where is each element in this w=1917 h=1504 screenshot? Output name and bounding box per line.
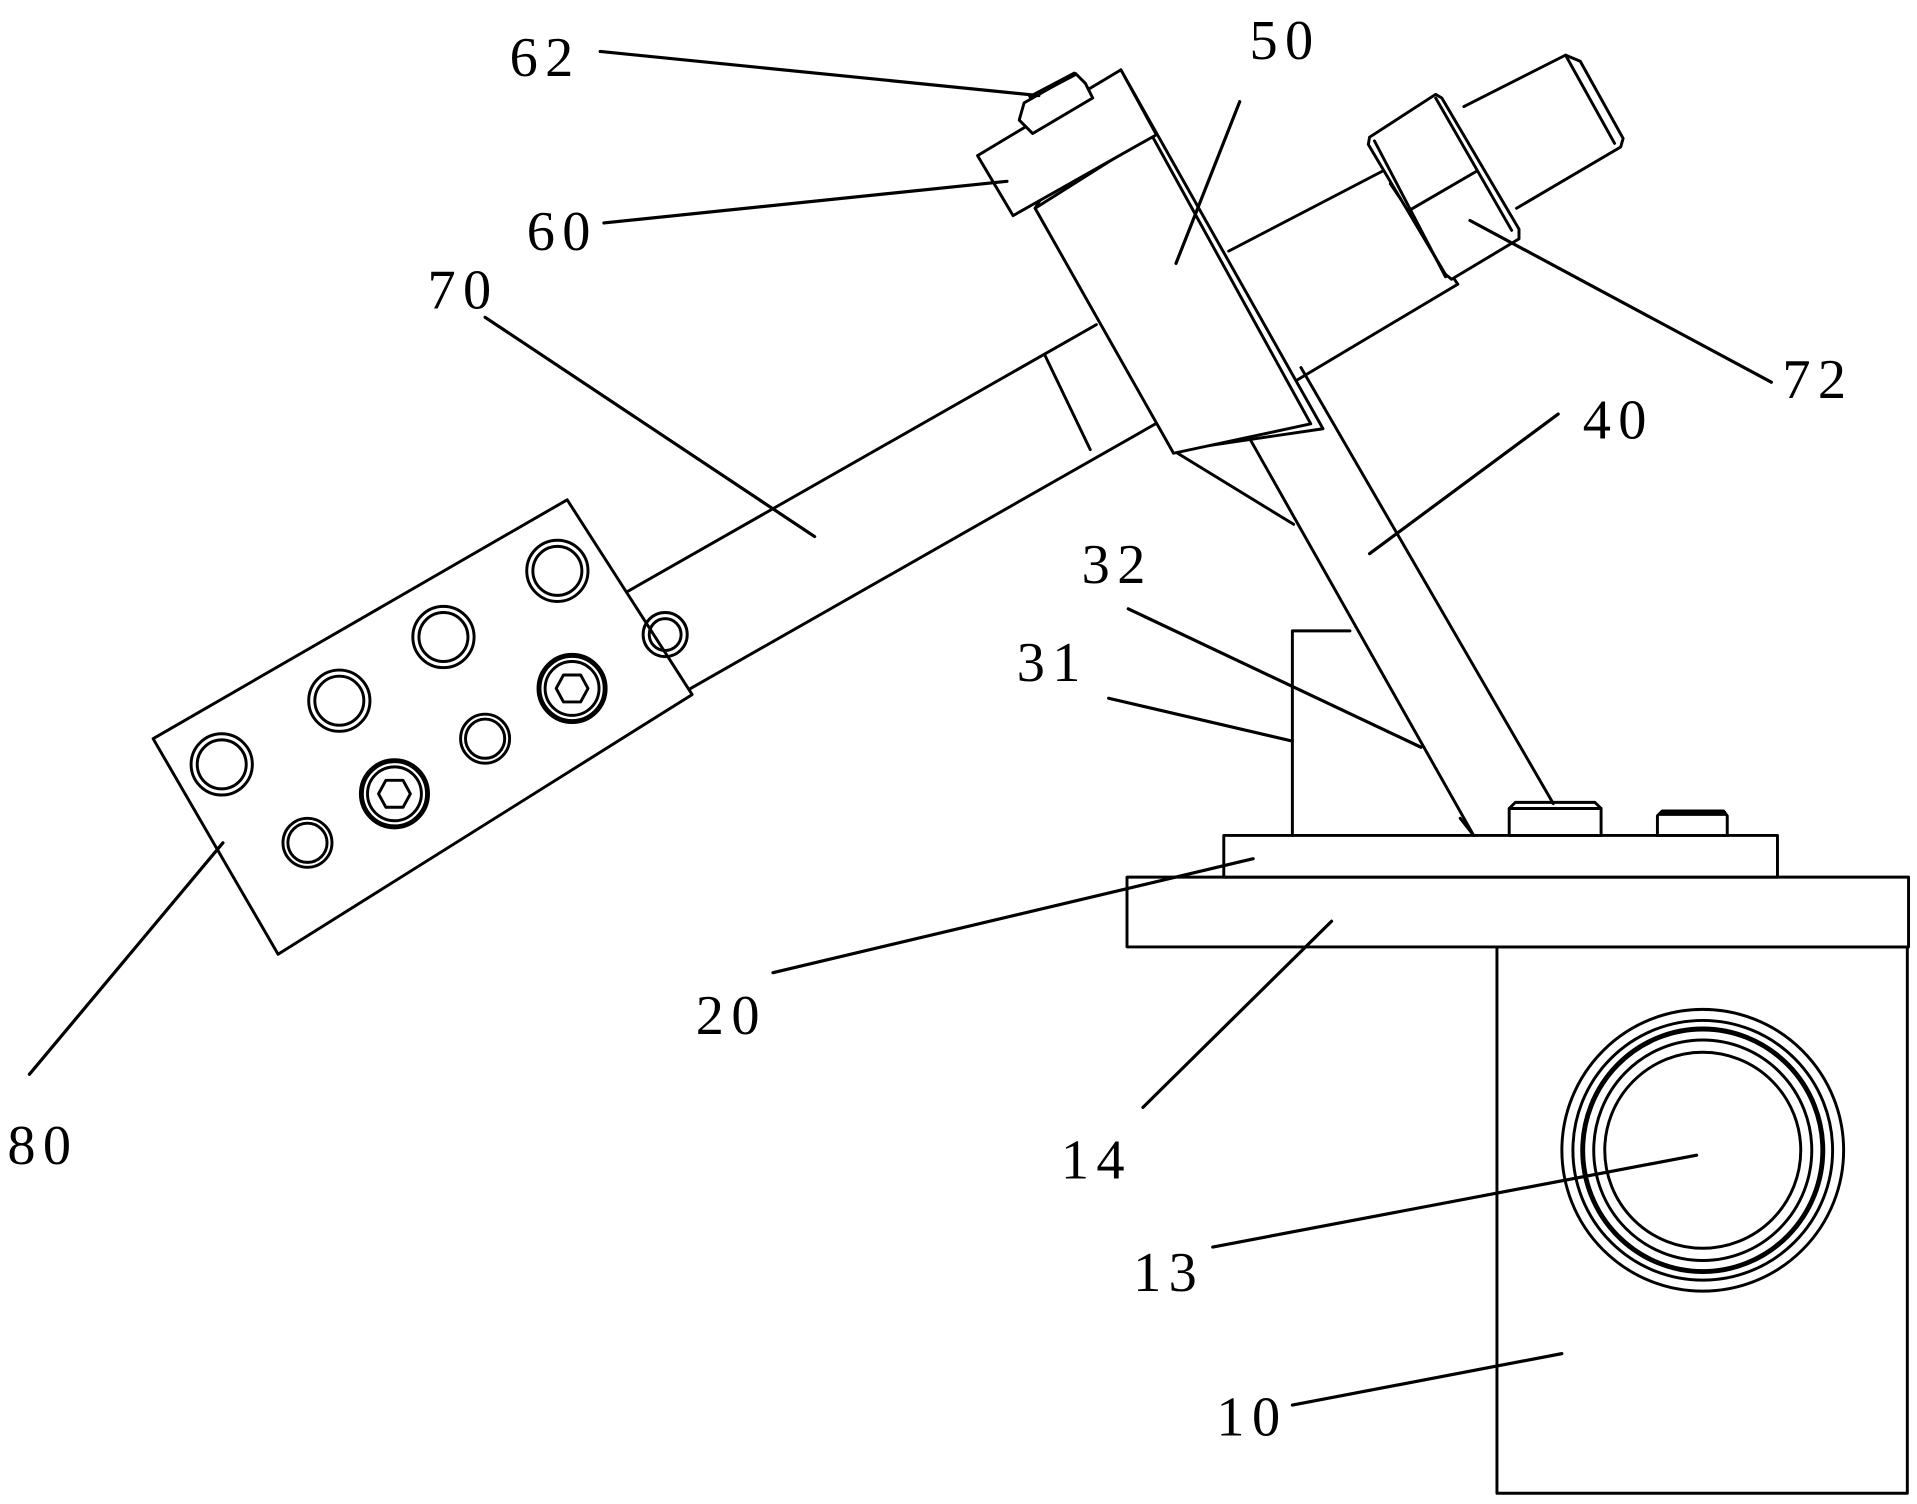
label-70: 70 <box>428 260 499 322</box>
manifold-block-80 <box>151 498 694 956</box>
label-72: 72 <box>1782 349 1853 411</box>
label-20: 20 <box>696 985 767 1047</box>
connector-block-50-face <box>1033 133 1313 455</box>
bolt-heads <box>1507 800 1729 837</box>
leader-32 <box>1126 607 1423 749</box>
flange-plate-14 <box>1125 875 1911 949</box>
leader-72 <box>1468 218 1773 384</box>
rod-70 <box>625 170 1460 692</box>
leader-10 <box>1290 1352 1564 1407</box>
manifold-ports <box>189 538 689 869</box>
support-arm-40 <box>1235 366 1555 837</box>
leader-40 <box>1367 412 1560 556</box>
label-60: 60 <box>527 201 598 263</box>
leader-31 <box>1107 696 1294 743</box>
label-13: 13 <box>1133 1242 1204 1304</box>
leader-80 <box>27 841 225 1076</box>
label-32: 32 <box>1082 534 1153 596</box>
label-10: 10 <box>1216 1387 1287 1449</box>
label-14: 14 <box>1061 1129 1132 1191</box>
label-80: 80 <box>7 1115 78 1177</box>
leader-60 <box>602 179 1009 225</box>
leader-13 <box>1211 1153 1699 1249</box>
label-62: 62 <box>510 27 581 89</box>
label-50: 50 <box>1250 10 1321 72</box>
socket-screws <box>358 652 608 830</box>
gusset-32 <box>1172 449 1296 526</box>
leader-70 <box>483 315 817 539</box>
leader-62 <box>598 49 1041 98</box>
port-13 <box>1560 1007 1846 1293</box>
leader-50 <box>1174 100 1242 265</box>
nut-72 <box>1366 92 1521 281</box>
leader-lines <box>27 49 1773 1407</box>
rod-end <box>1462 53 1625 210</box>
label-31: 31 <box>1017 632 1088 694</box>
base-plate-20 <box>1222 833 1779 879</box>
leader-20 <box>771 857 1255 975</box>
upright-block-31 <box>1290 629 1352 837</box>
label-40: 40 <box>1583 390 1654 452</box>
leader-14 <box>1141 919 1334 1109</box>
